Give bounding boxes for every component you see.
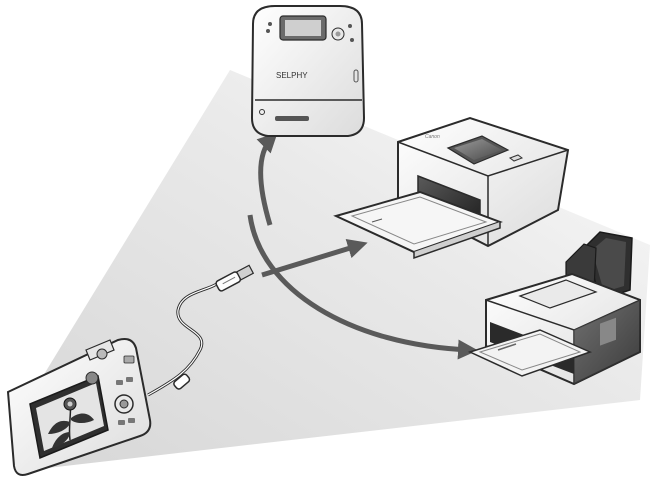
selphy-wide-printer: Canon xyxy=(333,116,570,260)
inkjet-printer xyxy=(467,231,641,386)
arrow-to-selphy-wide xyxy=(261,238,368,278)
connection-beam xyxy=(10,70,650,470)
canon-brand-label: Canon xyxy=(425,134,440,140)
arrow-to-inkjet-printer xyxy=(247,214,478,360)
usb-cable xyxy=(147,264,255,397)
usb-connector xyxy=(215,264,255,292)
flower-on-screen xyxy=(48,397,94,448)
selphy-brand-label: SELPHY xyxy=(276,71,308,80)
selphy-compact-printer: SELPHY xyxy=(250,5,366,137)
digital-camera xyxy=(6,338,152,476)
arrow-to-selphy-compact xyxy=(256,132,278,226)
cable-ferrite xyxy=(173,373,191,390)
